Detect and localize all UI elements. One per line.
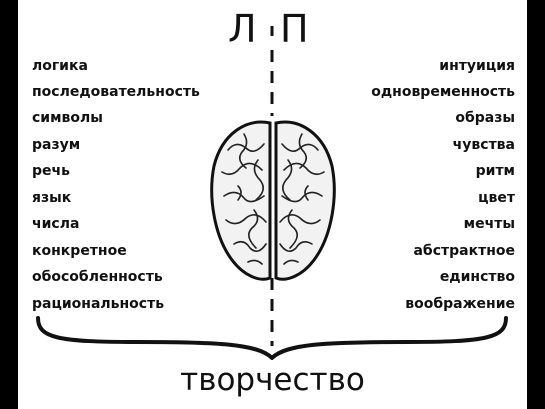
right-list-item: единство	[439, 269, 515, 285]
right-list-item: чувства	[452, 137, 515, 153]
right-list-item: абстрактное	[413, 243, 515, 259]
left-list-item: разум	[32, 137, 81, 153]
brain-icon	[210, 120, 336, 281]
right-list-item: воображение	[405, 296, 515, 312]
left-list-item: язык	[32, 190, 72, 206]
left-list-item: обособленность	[32, 269, 163, 285]
diagram-artwork	[36, 26, 508, 360]
curly-brace	[36, 316, 508, 360]
right-list-item: ритм	[475, 163, 515, 179]
left-list-item: числа	[32, 216, 80, 232]
left-list-item: символы	[32, 110, 103, 126]
diagram-panel: Л П логика последовательность символы ра…	[18, 0, 527, 409]
right-list-item: мечты	[463, 216, 515, 232]
right-list-item: интуиция	[439, 58, 515, 74]
left-list-item: речь	[32, 163, 70, 179]
right-list-item: образы	[455, 110, 515, 126]
right-list-item: одновременность	[371, 84, 515, 100]
left-list-item: конкретное	[32, 243, 127, 259]
left-list-item: последовательность	[32, 84, 200, 100]
right-hemisphere-letter: П	[280, 7, 309, 51]
left-hemisphere-letter: Л	[228, 7, 257, 51]
left-list-item: логика	[32, 58, 88, 74]
right-list-item: цвет	[478, 190, 515, 206]
left-list-item: рациональность	[32, 296, 165, 312]
result-label: творчество	[180, 362, 365, 398]
